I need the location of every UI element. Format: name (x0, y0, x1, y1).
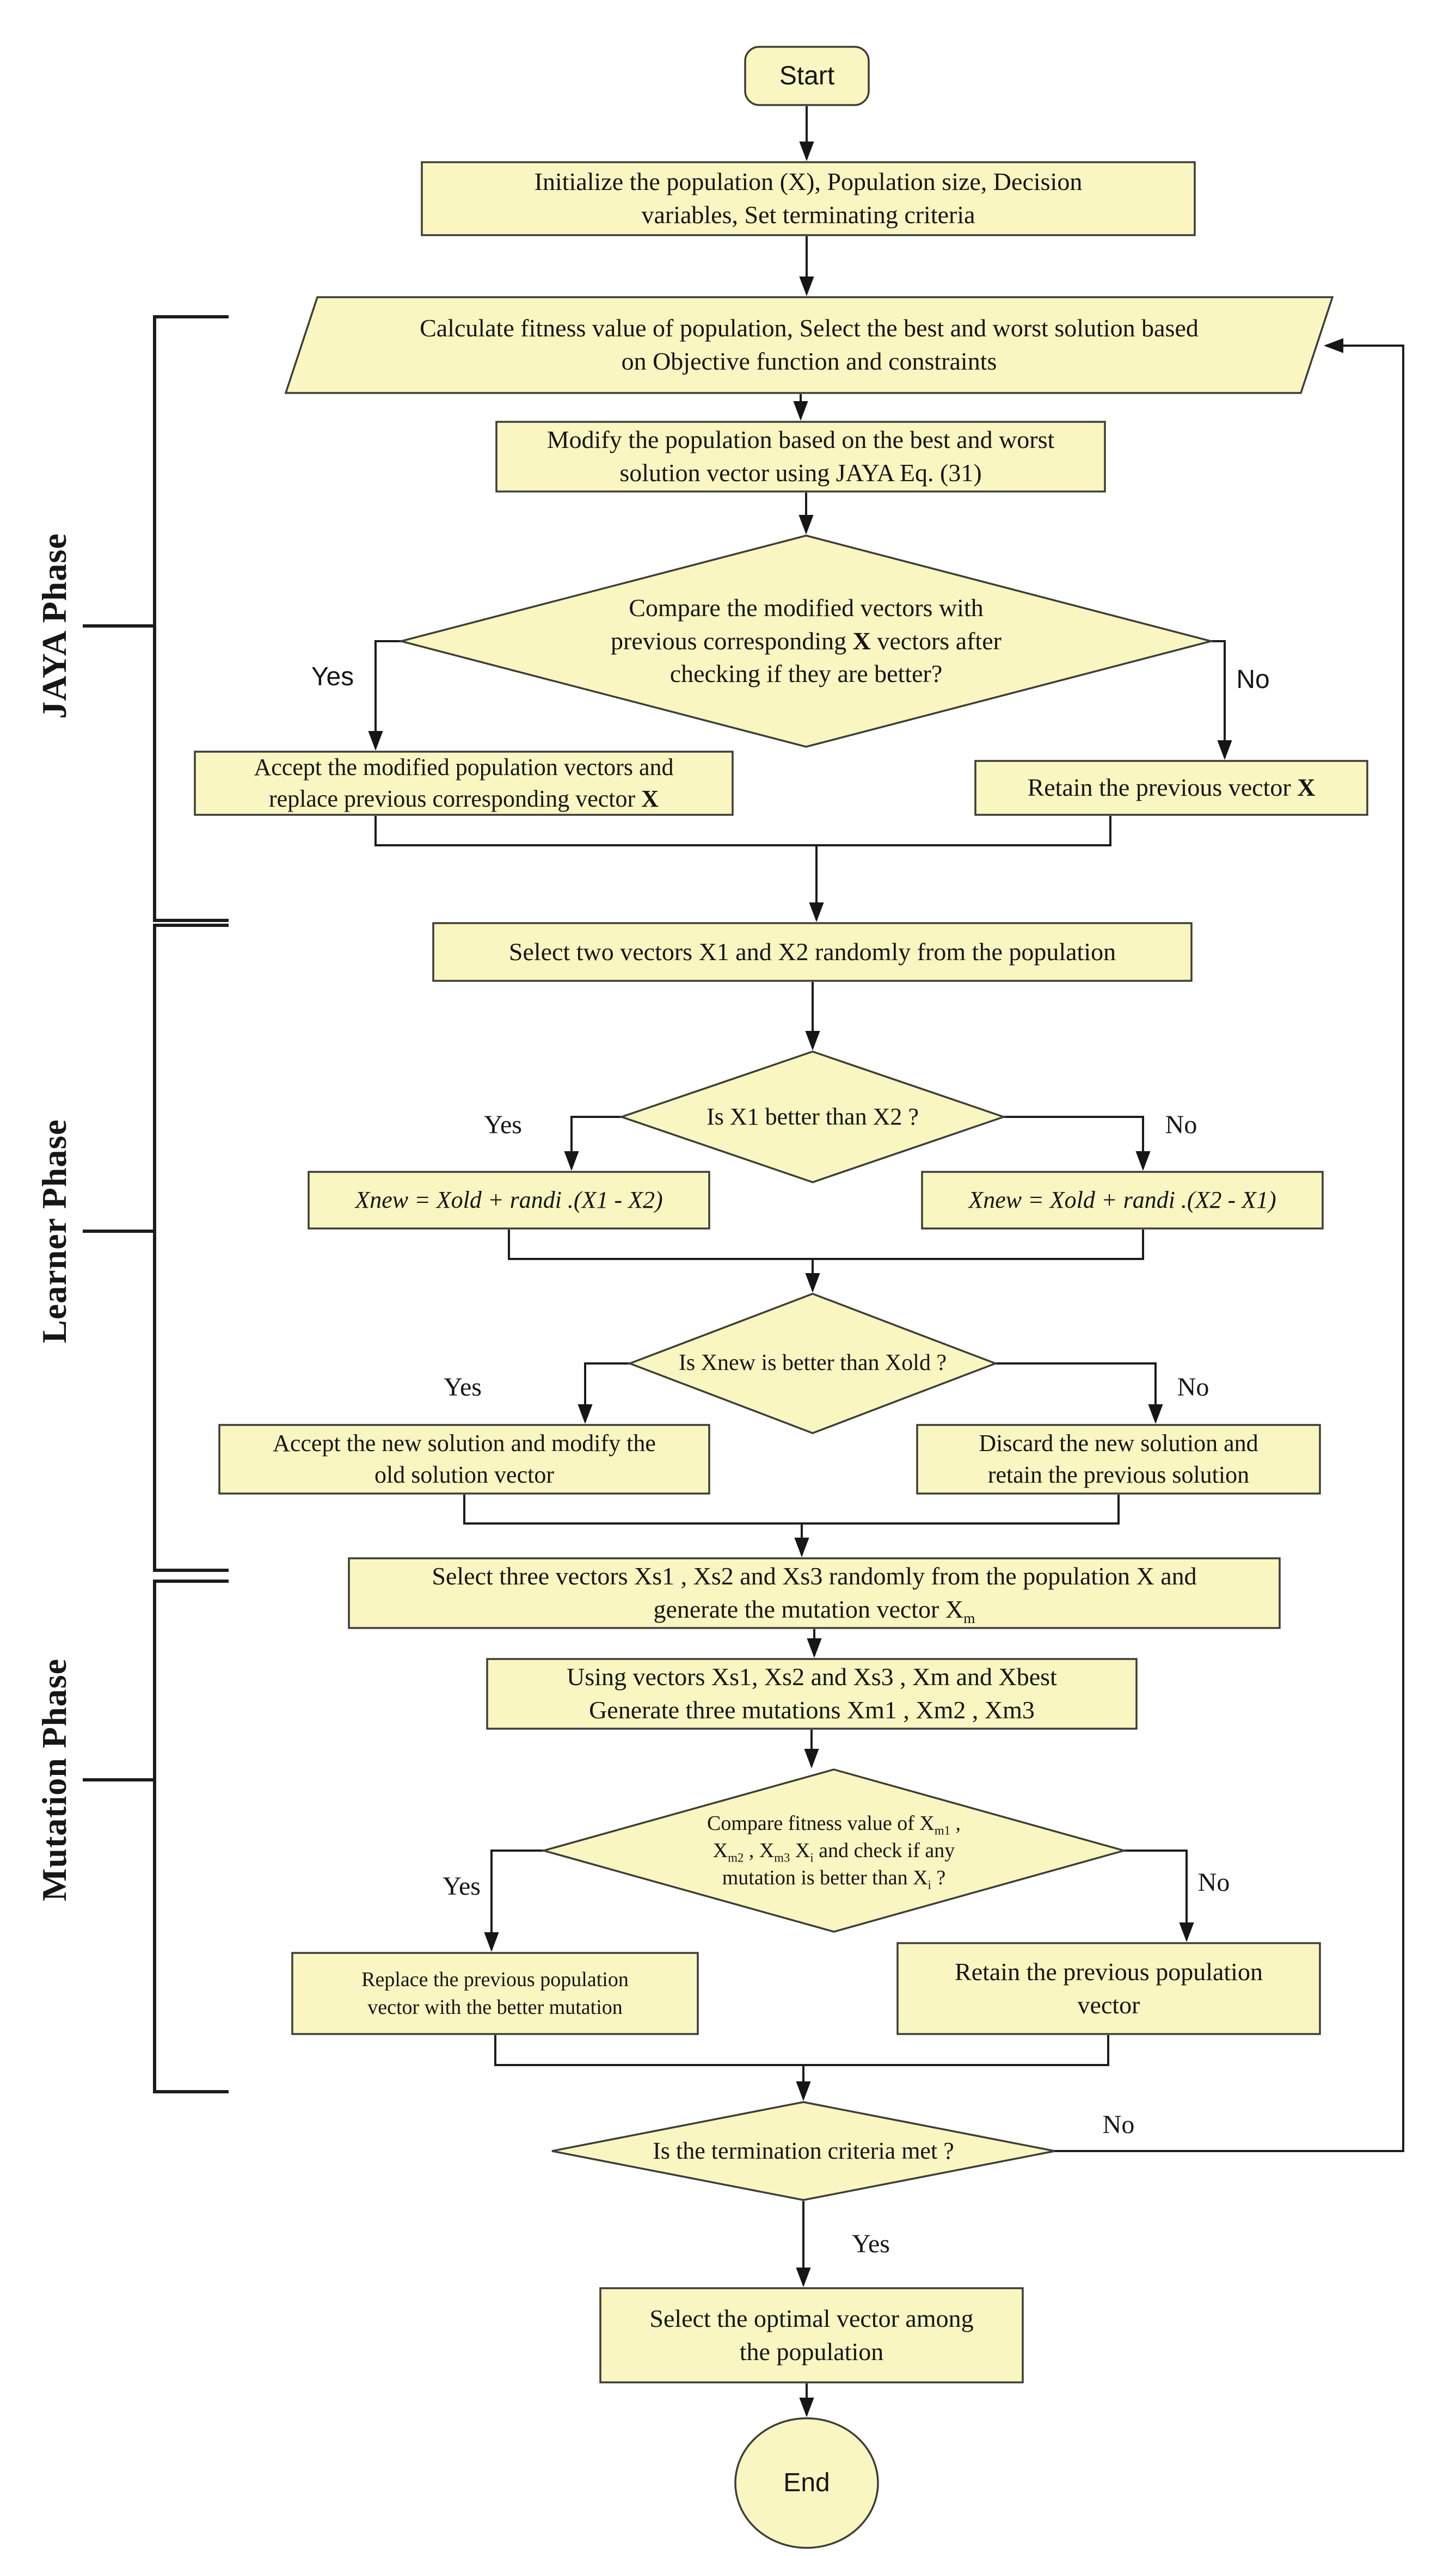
retain-jaya-box-shape (974, 760, 1368, 816)
edge-d3-no (994, 1362, 1163, 1424)
discard-new-box-shape (916, 1424, 1321, 1495)
edge-xnew-merge (508, 1230, 1144, 1260)
jaya-bracket (83, 315, 229, 922)
edge-learner-merge (463, 1495, 1120, 1525)
select-optimal-box-shape (599, 2287, 1024, 2383)
gen-mutations-box-shape (486, 1658, 1138, 1730)
edge-d2-yes (564, 1116, 623, 1171)
edge-d5-no-loop (1055, 338, 1404, 2152)
compare-mut-diamond-shape (540, 1768, 1128, 1933)
end-ellipse-shape (734, 2417, 879, 2549)
edge-d3-yes (578, 1362, 631, 1424)
edge-jaya-no (1211, 640, 1232, 760)
compare-jaya-diamond-shape (397, 534, 1215, 748)
edge-d4-no (1122, 1850, 1194, 1942)
accept-jaya-box-shape (194, 751, 734, 816)
select-three-box-shape (348, 1557, 1281, 1629)
xnew-better-diamond-shape (627, 1293, 998, 1434)
mutation-bracket (83, 1580, 229, 2093)
select-two-box-shape (432, 922, 1193, 982)
connector-lines (368, 106, 1404, 2417)
start-shape (744, 46, 870, 106)
termination-diamond-shape (551, 2101, 1055, 2201)
learner-bracket (83, 924, 229, 1572)
fitness-parallelogram-shape (284, 296, 1334, 394)
modify-box-shape (495, 421, 1106, 493)
edge-d4-yes (484, 1850, 545, 1952)
edge-d2-no (1002, 1116, 1151, 1171)
retain-pop-box-shape (896, 1942, 1321, 2035)
edge-mutation-merge (494, 2035, 1109, 2066)
x1-better-diamond-shape (618, 1050, 1007, 1183)
edge-jaya-yes (368, 640, 403, 751)
accept-new-box-shape (218, 1424, 710, 1495)
xnew-right-box-shape (921, 1171, 1324, 1230)
edge-jaya-merge (374, 816, 1111, 846)
replace-mut-box-shape (291, 1952, 699, 2035)
xnew-left-box-shape (308, 1171, 710, 1230)
init-box-shape (421, 161, 1196, 236)
